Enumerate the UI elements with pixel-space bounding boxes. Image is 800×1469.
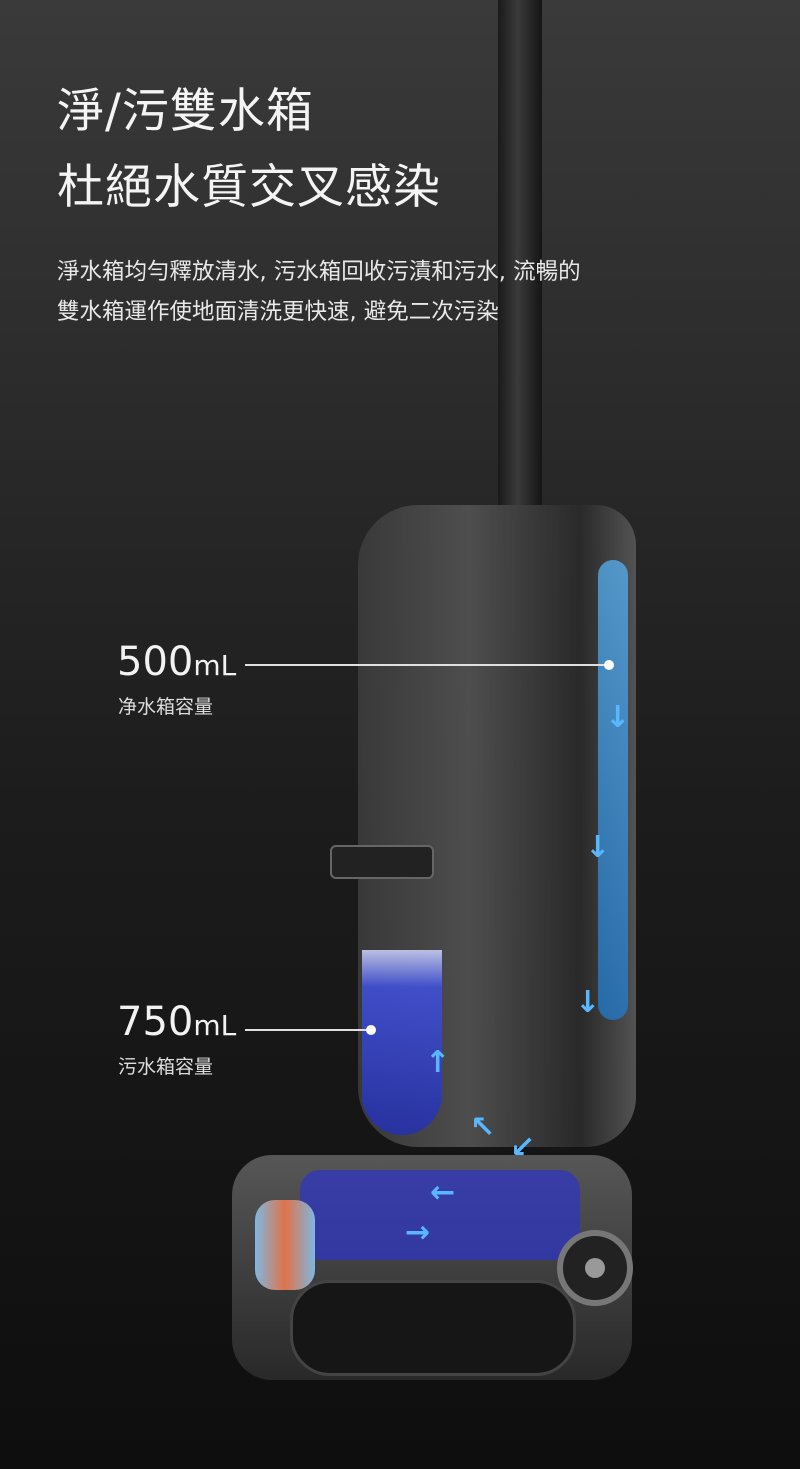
capacity-value: 750 (117, 999, 194, 1045)
headline-line-2: 杜絕水質交叉感染 (57, 160, 441, 215)
clean-tank-label: 净水箱容量 (118, 696, 214, 718)
arrow-down-icon: ↓ (575, 985, 601, 1020)
arrow-right-icon: → (405, 1215, 431, 1250)
capacity-unit: mL (193, 1009, 237, 1042)
vacuum-handle-pole (498, 0, 542, 520)
callout-line (245, 664, 610, 666)
arrow-left-icon: ↙ (510, 1130, 536, 1165)
tank-handle (330, 845, 434, 879)
capacity-value: 500 (117, 639, 194, 685)
clean-water-flow (598, 560, 628, 1020)
dirty-water-tank (362, 950, 442, 1135)
callout-dot (604, 660, 614, 670)
brush-roller (255, 1200, 315, 1290)
description: 淨水箱均勻釋放清水, 污水箱回收污漬和污水, 流暢的 雙水箱運作使地面清洗更快速… (57, 252, 757, 332)
callout-dot (366, 1025, 376, 1035)
dirty-tank-label: 污水箱容量 (118, 1056, 214, 1078)
arrow-left-icon: ← (430, 1175, 456, 1210)
description-line-2: 雙水箱運作使地面清洗更快速, 避免二次污染 (57, 299, 499, 325)
description-line-1: 淨水箱均勻釋放清水, 污水箱回收污漬和污水, 流暢的 (57, 259, 581, 285)
arrow-down-icon: ↓ (605, 700, 631, 735)
headline-line-1: 淨/污雙水箱 (57, 84, 314, 139)
capacity-unit: mL (193, 649, 237, 682)
arrow-up-icon: ↖ (470, 1110, 496, 1145)
dirty-tank-capacity: 750mL (117, 1000, 236, 1048)
arrow-down-icon: ↓ (585, 830, 611, 865)
callout-line (245, 1029, 370, 1031)
clean-tank-capacity: 500mL (117, 640, 236, 688)
suction-channel (300, 1170, 580, 1260)
wheel (557, 1230, 633, 1306)
floor-head-cover (290, 1280, 576, 1376)
arrow-up-icon: ↑ (425, 1045, 451, 1080)
